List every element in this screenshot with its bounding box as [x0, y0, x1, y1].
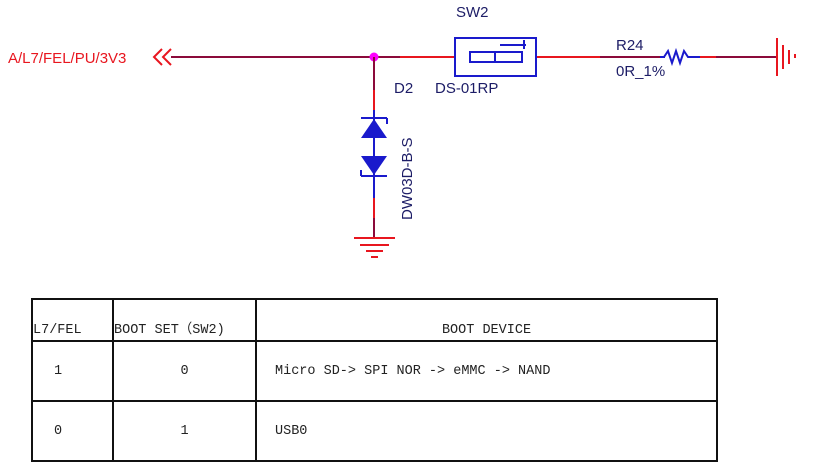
- cell-boot-device: Micro SD-> SPI NOR -> eMMC -> NAND: [255, 340, 718, 402]
- resistor-ref: R24: [616, 37, 644, 54]
- header-l7-fel: L7/FEL: [31, 298, 114, 342]
- resistor-value: 0R_1%: [616, 63, 665, 80]
- resistor-r24-icon: [663, 47, 692, 67]
- ground-symbol-bottom-icon: [354, 237, 395, 258]
- table-row: 0 1 USB0: [31, 400, 718, 462]
- table-row: 1 0 Micro SD-> SPI NOR -> eMMC -> NAND: [31, 340, 718, 402]
- off-page-connector-icon: [152, 48, 172, 66]
- switch-part: DS-01RP: [435, 80, 498, 97]
- cell-boot-set: 0: [112, 340, 257, 402]
- tvs-diode-d2-icon: [360, 110, 388, 198]
- schematic-diagram: A/L7/FEL/PU/3V3 SW2 DS-01RP R24 0R_1%: [8, 4, 796, 258]
- net-label: A/L7/FEL/PU/3V3: [8, 50, 126, 67]
- cell-l7-fel: 0: [31, 400, 114, 462]
- header-boot-set: BOOT SET（SW2): [112, 298, 257, 342]
- ground-symbol-right-icon: [776, 38, 796, 76]
- cell-l7-fel: 1: [31, 340, 114, 402]
- table-header-row: L7/FEL BOOT SET（SW2) BOOT DEVICE: [31, 298, 718, 342]
- boot-config-table: L7/FEL BOOT SET（SW2) BOOT DEVICE 1 0 Mic…: [31, 298, 718, 462]
- header-boot-device: BOOT DEVICE: [255, 298, 718, 342]
- switch-ref: SW2: [456, 4, 489, 21]
- diode-part: DW03D-B-S: [399, 137, 416, 220]
- switch-sw2: [454, 37, 537, 77]
- cell-boot-device: USB0: [255, 400, 718, 462]
- cell-boot-set: 1: [112, 400, 257, 462]
- diode-ref: D2: [394, 80, 413, 97]
